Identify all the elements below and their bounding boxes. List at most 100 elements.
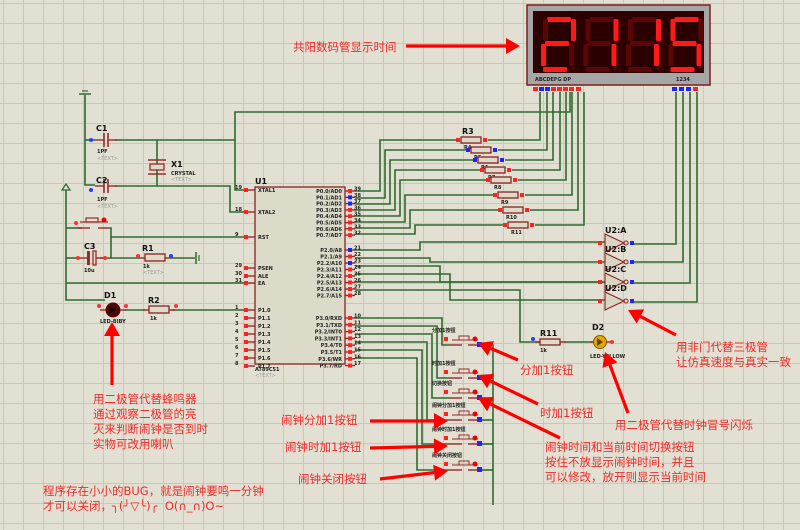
led-d1[interactable]: D1 LED-BIBY — [97, 291, 128, 325]
c3-ref: C3 — [84, 242, 95, 251]
resistor-r11[interactable]: R11 1k — [531, 329, 566, 354]
pin-number: 23 — [354, 259, 361, 265]
decimal-point — [614, 66, 617, 70]
pin-number: 22 — [354, 252, 361, 258]
crystal-x1[interactable]: X1 CRYSTAL <TEXT> — [148, 159, 196, 183]
pin-number: 18 — [235, 207, 242, 213]
pin-number: 25 — [354, 272, 361, 278]
annotation-arrow — [369, 438, 448, 455]
annotation-arrow — [602, 352, 630, 414]
display-pin — [693, 87, 698, 91]
segment-e — [583, 44, 589, 66]
capacitor-c3[interactable]: C3 10u — [76, 242, 107, 274]
capacitor-c1[interactable]: C1 1PF <TEXT> — [89, 124, 118, 162]
pin-number: 28 — [354, 291, 361, 297]
pin-name: ALE — [258, 274, 269, 280]
r2-value: 1k — [150, 316, 157, 322]
button-caption: 闹钟时加1按钮 — [432, 426, 465, 433]
pin-number: 8 — [235, 361, 239, 367]
r1-value: 1k — [143, 264, 150, 270]
decimal-point — [656, 66, 660, 70]
inverter-u2[interactable]: U2:AU2:BU2:CU2:D — [598, 226, 634, 311]
segment-a — [589, 17, 614, 22]
segment-f — [670, 19, 676, 41]
push-button[interactable]: 闹钟关闭按钮 — [432, 452, 482, 472]
reset-button[interactable] — [74, 217, 108, 229]
pin-name: P0.5/AD5 — [316, 221, 342, 227]
x1-value: CRYSTAL — [171, 171, 196, 177]
colon-led-annotation: 用二极管代替时钟冒号闪烁 — [615, 418, 753, 432]
segment-pin-label: ABCDEFG DP — [535, 77, 571, 83]
pin-number: 4 — [235, 329, 239, 335]
segment-a — [632, 17, 656, 22]
r2-ref: R2 — [148, 296, 160, 305]
pin-name: P2.4/A12 — [317, 274, 343, 280]
button-caption: 切换按钮 — [432, 380, 452, 387]
pin-number: 17 — [354, 361, 361, 367]
pin-name: P1.7 — [258, 364, 271, 370]
pin-name: P3.0/RXD — [316, 316, 342, 322]
c2-value: 1PF — [97, 197, 108, 203]
u1-pin-25[interactable]: 25 P2.4/A12 — [317, 272, 362, 281]
digit-1 — [534, 11, 576, 72]
pin-name: P3.3/INT1 — [315, 336, 343, 342]
pin-number: 37 — [354, 199, 361, 205]
push-button[interactable]: 分加1按钮 — [432, 327, 482, 347]
pin-name: P1.1 — [258, 316, 271, 322]
annotation-arrow — [370, 413, 448, 429]
annotation-arrows — [104, 38, 677, 481]
capacitor-c2[interactable]: C2 1PF <TEXT> — [89, 176, 118, 210]
pin-name: P1.2 — [258, 324, 271, 330]
push-button[interactable]: 闹钟时加1按钮 — [432, 426, 482, 446]
segment-d — [628, 67, 652, 72]
push-button[interactable]: 切换按钮 — [432, 380, 482, 400]
resistor-pack-r3[interactable]: R3 R4R5R6R7R8R9R10R11 — [456, 127, 534, 236]
resistor-r2[interactable]: R2 1k — [143, 296, 178, 322]
push-button[interactable]: 闹钟分加1按钮 — [432, 402, 482, 422]
push-button[interactable]: 时加1按钮 — [432, 360, 482, 380]
resistor-r1[interactable]: R1 1k <TEXT> — [136, 244, 173, 276]
annotation-arrow — [628, 309, 677, 337]
segment-b — [613, 19, 619, 41]
pin-name: P3.5/T1 — [321, 350, 343, 356]
